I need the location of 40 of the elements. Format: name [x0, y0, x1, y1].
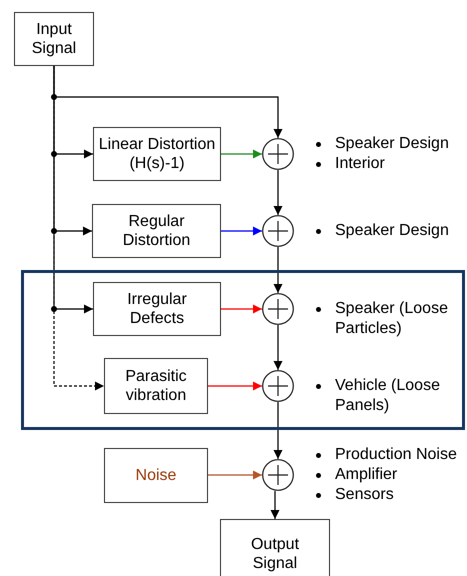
connector-arrow	[53, 66, 93, 314]
block-label: Input Signal	[30, 20, 78, 58]
bullet-item: Interior	[335, 155, 385, 172]
connector-arrow	[53, 66, 104, 390]
connector-arrow	[221, 226, 262, 236]
connector-arrow	[208, 382, 262, 390]
connector-arrow	[274, 247, 282, 293]
block-box	[104, 358, 208, 414]
block-box	[104, 448, 208, 503]
group-frame	[21, 270, 465, 430]
connector-arrow	[274, 402, 282, 459]
bullet-item: Sensors	[335, 486, 394, 503]
summing-junction	[262, 370, 294, 402]
summing-junction	[262, 215, 294, 247]
block-label: Linear Distortion (H(s)-1)	[98, 135, 216, 173]
summing-junction	[262, 138, 294, 170]
block-label: Output Signal	[250, 535, 300, 573]
connector-arrow	[274, 325, 282, 370]
connector-arrow	[221, 150, 262, 158]
connector-arrow	[274, 170, 282, 215]
connector-arrow	[270, 491, 280, 519]
block-label: Noise	[136, 466, 176, 485]
connector-arrow	[208, 470, 262, 480]
connector-arrow	[221, 304, 262, 314]
summing-junction	[262, 459, 294, 491]
block-label: Parasitic vibration	[124, 367, 188, 405]
bullet-item: Amplifier	[335, 466, 398, 483]
block-label: Regular Distortion	[122, 212, 192, 250]
block-box	[220, 519, 330, 576]
block-box	[93, 282, 221, 336]
block-box	[93, 127, 221, 181]
bullet-item: Production Noise	[335, 446, 457, 463]
summing-junction	[262, 293, 294, 325]
bullet-item: Speaker (Loose Particles)	[335, 300, 448, 337]
bullet-item: Speaker Design	[335, 135, 449, 152]
block-label: Irregular Defects	[126, 290, 188, 328]
block-box	[14, 12, 94, 66]
block-box	[92, 204, 221, 258]
bullet-item: Speaker Design	[335, 222, 449, 239]
bullet-item: Vehicle (Loose Panels)	[335, 377, 440, 414]
